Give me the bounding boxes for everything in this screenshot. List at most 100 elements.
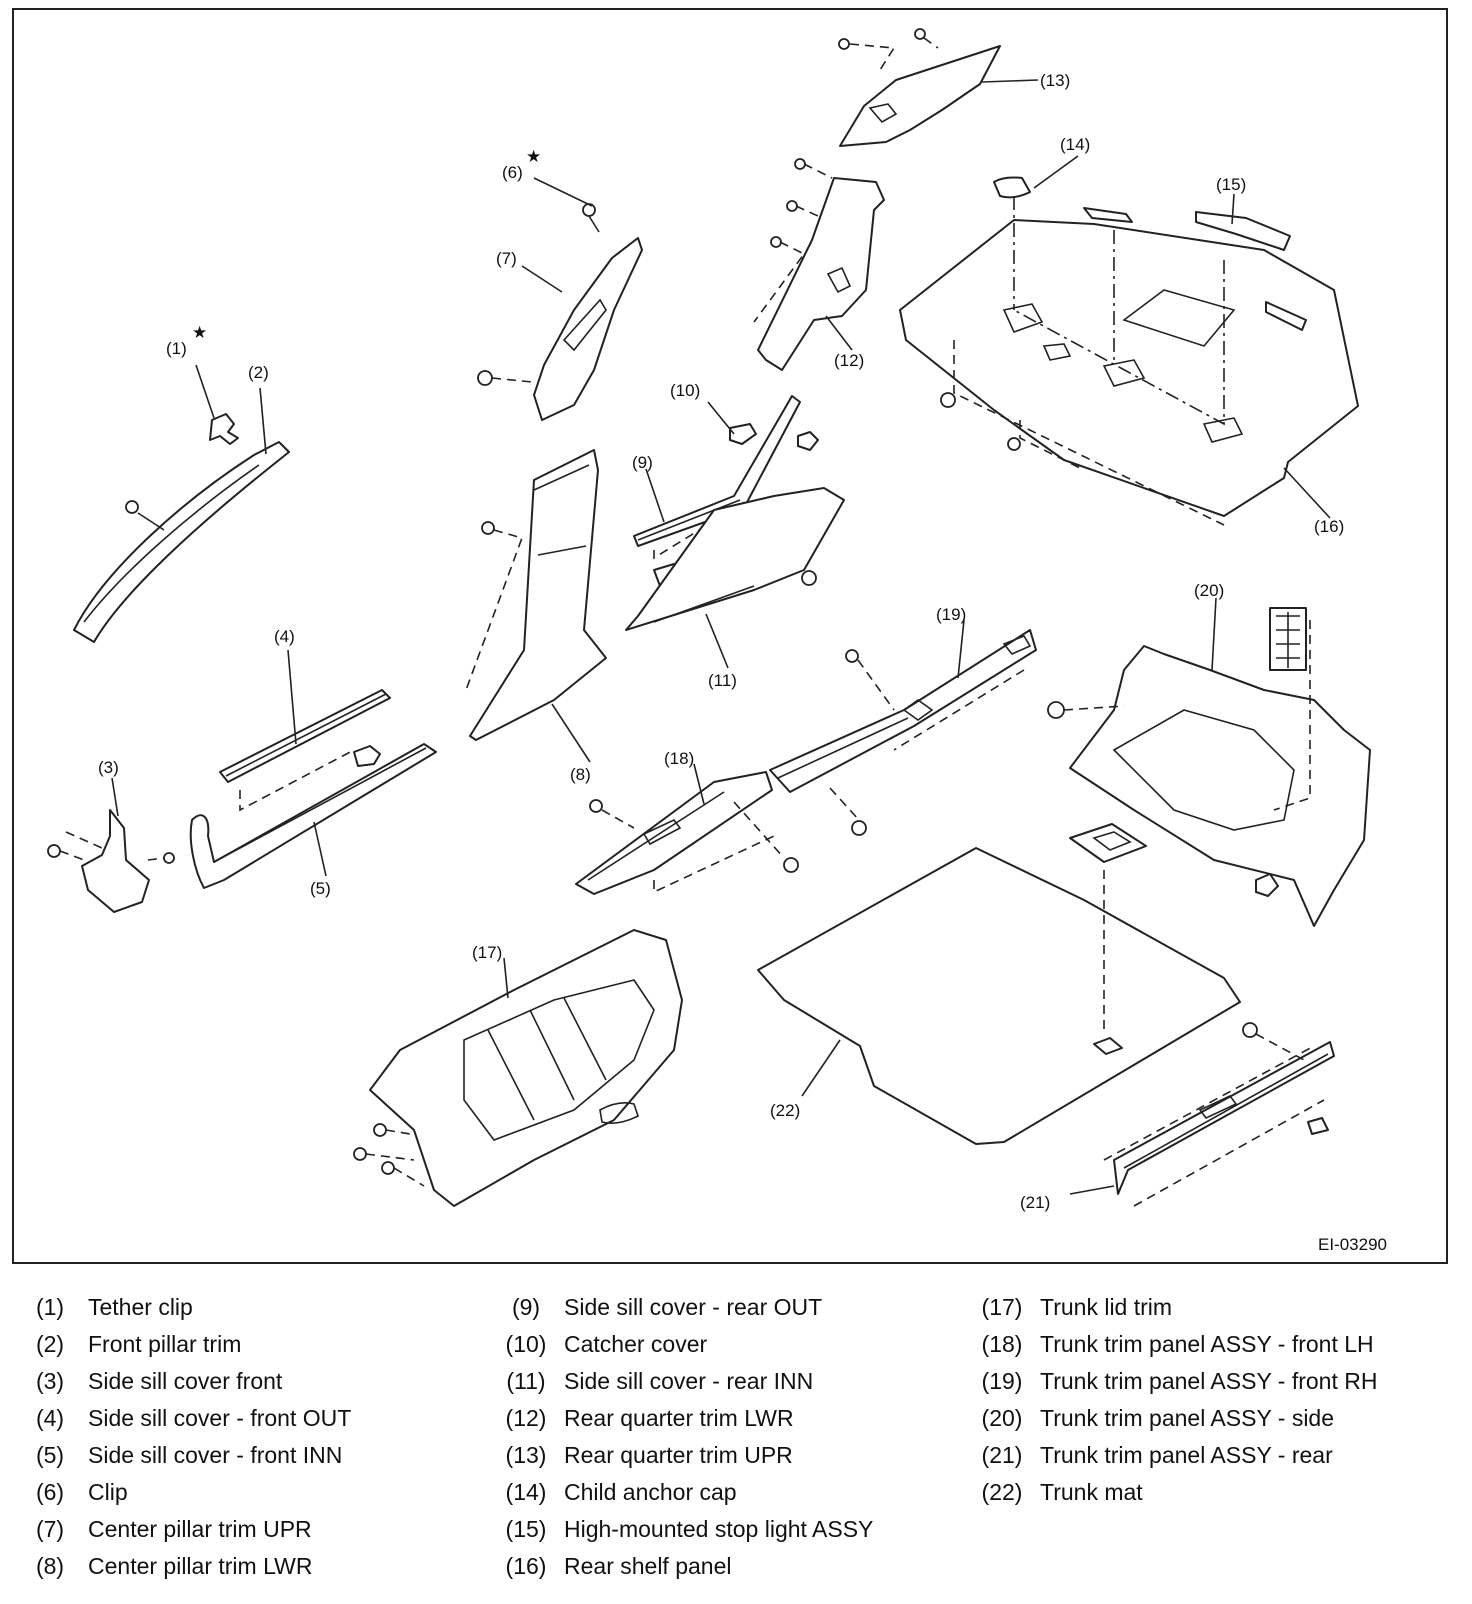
legend-item: (1) Tether clip	[22, 1290, 462, 1324]
side-sill-cover-rear-inn	[625, 487, 845, 631]
callout-8: (8)	[570, 765, 591, 784]
legend-num: (12)	[505, 1405, 547, 1431]
star-marker-1: ★	[192, 323, 207, 342]
trunk-trim-panel-side	[1047, 607, 1371, 927]
legend-item: (10)Catcher cover	[498, 1327, 958, 1361]
callout-18: (18)	[664, 749, 694, 768]
legend-num: (19)	[981, 1368, 1023, 1394]
callout-12: (12)	[834, 351, 864, 370]
legend-num: (8)	[35, 1553, 65, 1579]
callout-3: (3)	[98, 758, 119, 777]
center-pillar-trim-upr	[477, 203, 643, 421]
legend-item: (16) Rear shelf panel	[498, 1549, 958, 1583]
catcher-cover-part	[729, 423, 757, 445]
legend-name: Trunk trim panel ASSY - front RH	[1040, 1368, 1378, 1394]
parts-legend: (1) Tether clip (2)Front pillar trim (3) S…	[0, 1290, 1472, 1590]
legend-num: (20)	[981, 1405, 1023, 1431]
legend-num: (10)	[505, 1331, 547, 1357]
star-marker-6: ★	[526, 147, 541, 166]
legend-num: (7)	[35, 1516, 65, 1542]
tether-clip-part	[209, 413, 239, 445]
callout-11: (11)	[708, 671, 737, 690]
legend-item: (17) Trunk lid trim	[974, 1290, 1454, 1324]
callout-5: (5)	[310, 879, 331, 898]
legend-num: (4)	[35, 1405, 65, 1431]
legend-name: Tether clip	[88, 1294, 193, 1320]
legend-num: (6)	[35, 1479, 65, 1505]
legend-num: (9)	[511, 1294, 541, 1320]
callout-7: (7)	[496, 249, 517, 268]
high-mounted-stop-light-part	[1195, 211, 1291, 251]
diagram-canvas: (1) ★ (2) (3) (4) (5) (6) ★ (7) (8) (9) …	[47, 28, 1387, 1254]
legend-item: (4) Side sill cover - front OUT	[22, 1401, 462, 1435]
legend-item: (6)Clip	[22, 1475, 462, 1509]
legend-name: Side sill cover front	[88, 1368, 283, 1394]
rear-quarter-trim-lwr	[753, 158, 885, 371]
legend-name: Center pillar trim LWR	[88, 1553, 313, 1579]
legend-name: Side sill cover - front INN	[88, 1442, 343, 1468]
legend-item: (14) Child anchor cap	[498, 1475, 958, 1509]
trunk-trim-panel-front-rh	[769, 629, 1037, 836]
callout-19: (19)	[936, 605, 966, 624]
legend-name: Rear quarter trim UPR	[564, 1442, 793, 1468]
legend-name: Side sill cover - rear INN	[564, 1368, 814, 1394]
side-sill-cover-front-inn	[189, 743, 437, 889]
legend-item: (2)Front pillar trim	[22, 1327, 462, 1361]
side-sill-cover-front-out	[219, 689, 391, 812]
legend-item: (5) Side sill cover - front INN	[22, 1438, 462, 1472]
legend-name: Front pillar trim	[88, 1331, 242, 1357]
callout-15: (15)	[1216, 175, 1246, 194]
callout-2: (2)	[248, 363, 269, 382]
callout-14: (14)	[1060, 135, 1090, 154]
callout-13: (13)	[1040, 71, 1070, 90]
legend-num: (15)	[505, 1516, 547, 1542]
trunk-mat	[757, 823, 1241, 1145]
parts-diagram: (1) ★ (2) (3) (4) (5) (6) ★ (7) (8) (9) …	[12, 8, 1448, 1264]
legend-name: Trunk trim panel ASSY - front LH	[1040, 1331, 1374, 1357]
legend-name: High-mounted stop light ASSY	[564, 1516, 874, 1542]
rear-quarter-trim-upr	[838, 28, 1001, 147]
callout-21: (21)	[1020, 1193, 1050, 1212]
rear-shelf-panel	[899, 176, 1359, 526]
legend-name: Trunk mat	[1040, 1479, 1143, 1505]
legend-item: (21)Trunk trim panel ASSY - rear	[974, 1438, 1454, 1472]
legend-item: (12) Rear quarter trim LWR	[498, 1401, 958, 1435]
callout-22: (22)	[770, 1101, 800, 1120]
legend-name: Trunk trim panel ASSY - rear	[1040, 1442, 1333, 1468]
trunk-trim-panel-rear	[1103, 1022, 1335, 1207]
leader-lines	[111, 79, 1331, 1195]
legend-num: (5)	[35, 1442, 65, 1468]
legend-num: (3)	[35, 1368, 65, 1394]
legend-name: Rear quarter trim LWR	[564, 1405, 794, 1431]
legend-name: Side sill cover - rear OUT	[564, 1294, 823, 1320]
legend-item: (13)Rear quarter trim UPR	[498, 1438, 958, 1472]
legend-num: (1)	[35, 1294, 65, 1320]
figure-id: EI-03290	[1318, 1235, 1387, 1254]
callout-16: (16)	[1314, 517, 1344, 536]
legend-item: (19) Trunk trim panel ASSY - front RH	[974, 1364, 1454, 1398]
callout-20: (20)	[1194, 581, 1224, 600]
legend-num: (11)	[506, 1368, 546, 1394]
legend-item: (3) Side sill cover front	[22, 1364, 462, 1398]
front-pillar-trim	[73, 413, 290, 643]
legend-num: (18)	[981, 1331, 1023, 1357]
legend-item: (9) Side sill cover - rear OUT	[498, 1290, 958, 1324]
callout-10: (10)	[670, 381, 700, 400]
legend-num: (16)	[505, 1553, 547, 1579]
legend-item: (20)Trunk trim panel ASSY - side	[974, 1401, 1454, 1435]
callout-4: (4)	[274, 627, 295, 646]
legend-item: (11) Side sill cover - rear INN	[498, 1364, 958, 1398]
legend-name: Rear shelf panel	[564, 1553, 732, 1579]
trunk-trim-panel-front-lh	[575, 771, 799, 895]
trunk-lid-trim	[353, 929, 683, 1207]
callout-6: (6)	[502, 163, 523, 182]
callout-9: (9)	[632, 453, 653, 472]
callout-17: (17)	[472, 943, 502, 962]
legend-num: (17)	[981, 1294, 1023, 1320]
legend-name: Trunk lid trim	[1040, 1294, 1173, 1320]
legend-name: Child anchor cap	[564, 1479, 737, 1505]
legend-name: Side sill cover - front OUT	[88, 1405, 352, 1431]
legend-item: (18) Trunk trim panel ASSY - front LH	[974, 1327, 1454, 1361]
legend-num: (14)	[505, 1479, 547, 1505]
legend-name: Center pillar trim UPR	[88, 1516, 312, 1542]
